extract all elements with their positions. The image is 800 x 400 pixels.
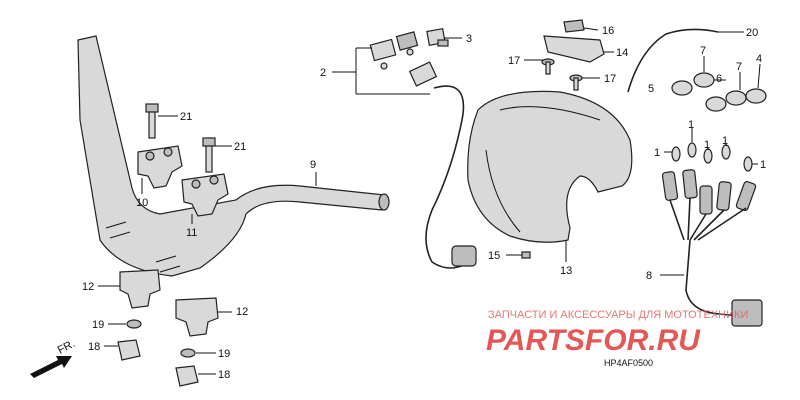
- bulbs-1: [671, 142, 753, 172]
- clamp-15: [451, 245, 477, 267]
- washer-19-b: [180, 348, 196, 358]
- lower-holder-12-b: [175, 297, 219, 337]
- grommet-7-a: [705, 96, 727, 112]
- callout-15: 15: [488, 250, 500, 262]
- callout-7-right: 7: [736, 61, 742, 73]
- nut-18-b: [175, 365, 199, 387]
- front-arrow: FR.: [30, 338, 77, 378]
- callout-1-c: 1: [704, 139, 710, 151]
- grommet-6: [693, 72, 715, 88]
- callout-2: 2: [320, 67, 326, 79]
- callout-3: 3: [466, 33, 472, 45]
- sockets: [661, 169, 757, 215]
- front-label: FR.: [56, 338, 77, 357]
- bracket-14: [543, 35, 605, 63]
- bolt-21-b: [202, 137, 216, 173]
- callout-1-d: 1: [722, 135, 728, 147]
- callout-13: 13: [560, 265, 572, 277]
- upper-holder-10: [137, 145, 183, 189]
- connector-8: [731, 299, 763, 327]
- callout-17-lower: 17: [604, 73, 616, 85]
- callout-4: 4: [756, 53, 762, 65]
- upper-holder-11: [181, 173, 229, 217]
- callout-12-right: 12: [236, 306, 248, 318]
- connector-3: [426, 28, 449, 47]
- callout-18-right: 18: [218, 369, 230, 381]
- callout-1-a: 1: [654, 147, 660, 159]
- bolt-21-a: [145, 103, 159, 139]
- diagram-code: HP4AF0500: [604, 358, 653, 368]
- grommet-15: [521, 251, 531, 259]
- callout-19-left: 19: [92, 319, 104, 331]
- callout-1-b: 1: [688, 119, 694, 131]
- callout-18-left: 18: [88, 341, 100, 353]
- callout-10: 10: [136, 197, 148, 209]
- callouts: 2 3 16 14 17 17 20 5 7 6 7 4 21: [82, 25, 766, 381]
- switch-assembly-2: [369, 31, 471, 269]
- lower-holder-12-a: [119, 269, 161, 309]
- callout-5: 5: [648, 83, 654, 95]
- meter-housing-13: [467, 90, 633, 243]
- callout-9: 9: [310, 159, 316, 171]
- callout-21-a: 21: [180, 111, 192, 123]
- nut-18-a: [117, 339, 141, 361]
- callout-20: 20: [746, 27, 758, 39]
- callout-8: 8: [646, 270, 652, 282]
- tube-20: [627, 28, 719, 93]
- callout-17-upper: 17: [508, 55, 520, 67]
- sub-harness-8: [669, 197, 747, 317]
- grommet-4: [745, 88, 767, 104]
- callout-12-left: 12: [82, 281, 94, 293]
- callout-11: 11: [186, 227, 197, 239]
- callout-16: 16: [602, 25, 614, 37]
- clip-16: [563, 19, 585, 33]
- callout-19-right: 19: [218, 348, 230, 360]
- screw-17-a: [541, 58, 555, 75]
- washer-19-a: [126, 319, 142, 329]
- callout-21-b: 21: [234, 141, 246, 153]
- grommet-5: [671, 80, 693, 96]
- watermark-brand: PARTSFOR.RU: [486, 324, 701, 357]
- callout-6: 6: [716, 73, 722, 85]
- callout-7-top: 7: [700, 45, 706, 57]
- watermark-text: ЗАПЧАСТИ И АКСЕССУАРЫ ДЛЯ МОТОТЕХНИКИ: [488, 309, 748, 321]
- screw-17-b: [569, 74, 583, 91]
- callout-14: 14: [616, 47, 628, 59]
- callout-1-e: 1: [760, 159, 766, 171]
- grommet-7-b: [725, 90, 747, 106]
